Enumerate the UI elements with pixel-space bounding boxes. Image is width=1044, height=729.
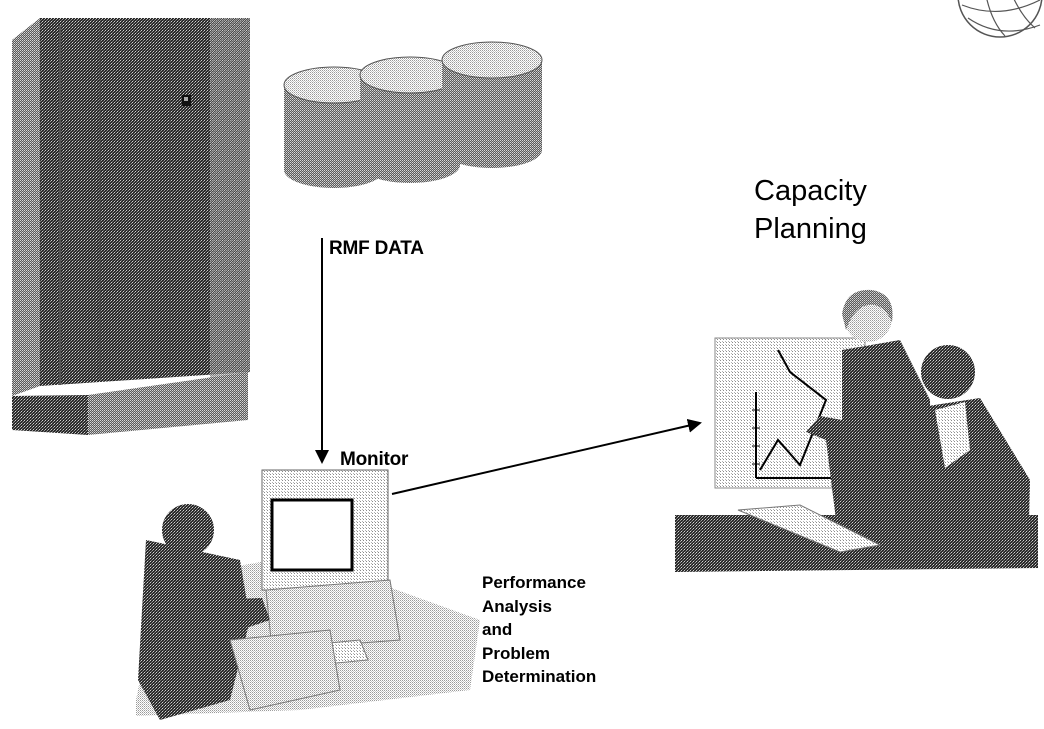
mainframe-server-icon — [12, 18, 250, 435]
globe-logo-icon — [957, 0, 1043, 38]
rmf-data-label: RMF DATA — [329, 238, 424, 259]
performance-analysis-line-5: Determination — [482, 667, 597, 687]
performance-analysis-line-3: and — [482, 620, 513, 640]
capacity-planning-line-2: Planning — [754, 213, 867, 245]
presentation-meeting-icon — [675, 289, 1038, 572]
performance-analysis-label: Performance Analysis and Problem Determi… — [482, 571, 596, 689]
performance-analysis-line-1: Performance — [482, 573, 586, 592]
performance-analysis-line-4: Problem — [482, 643, 551, 663]
planning-arrow — [391, 418, 702, 495]
monitor-label: Monitor — [340, 449, 409, 470]
capacity-planning-line-1: Capacity — [754, 175, 867, 207]
capacity-planning-label: Capacity Planning — [754, 172, 867, 248]
workstation-operator-icon — [136, 469, 480, 720]
performance-analysis-line-2: Analysis — [482, 596, 552, 616]
disk-storage-icon — [283, 41, 543, 188]
